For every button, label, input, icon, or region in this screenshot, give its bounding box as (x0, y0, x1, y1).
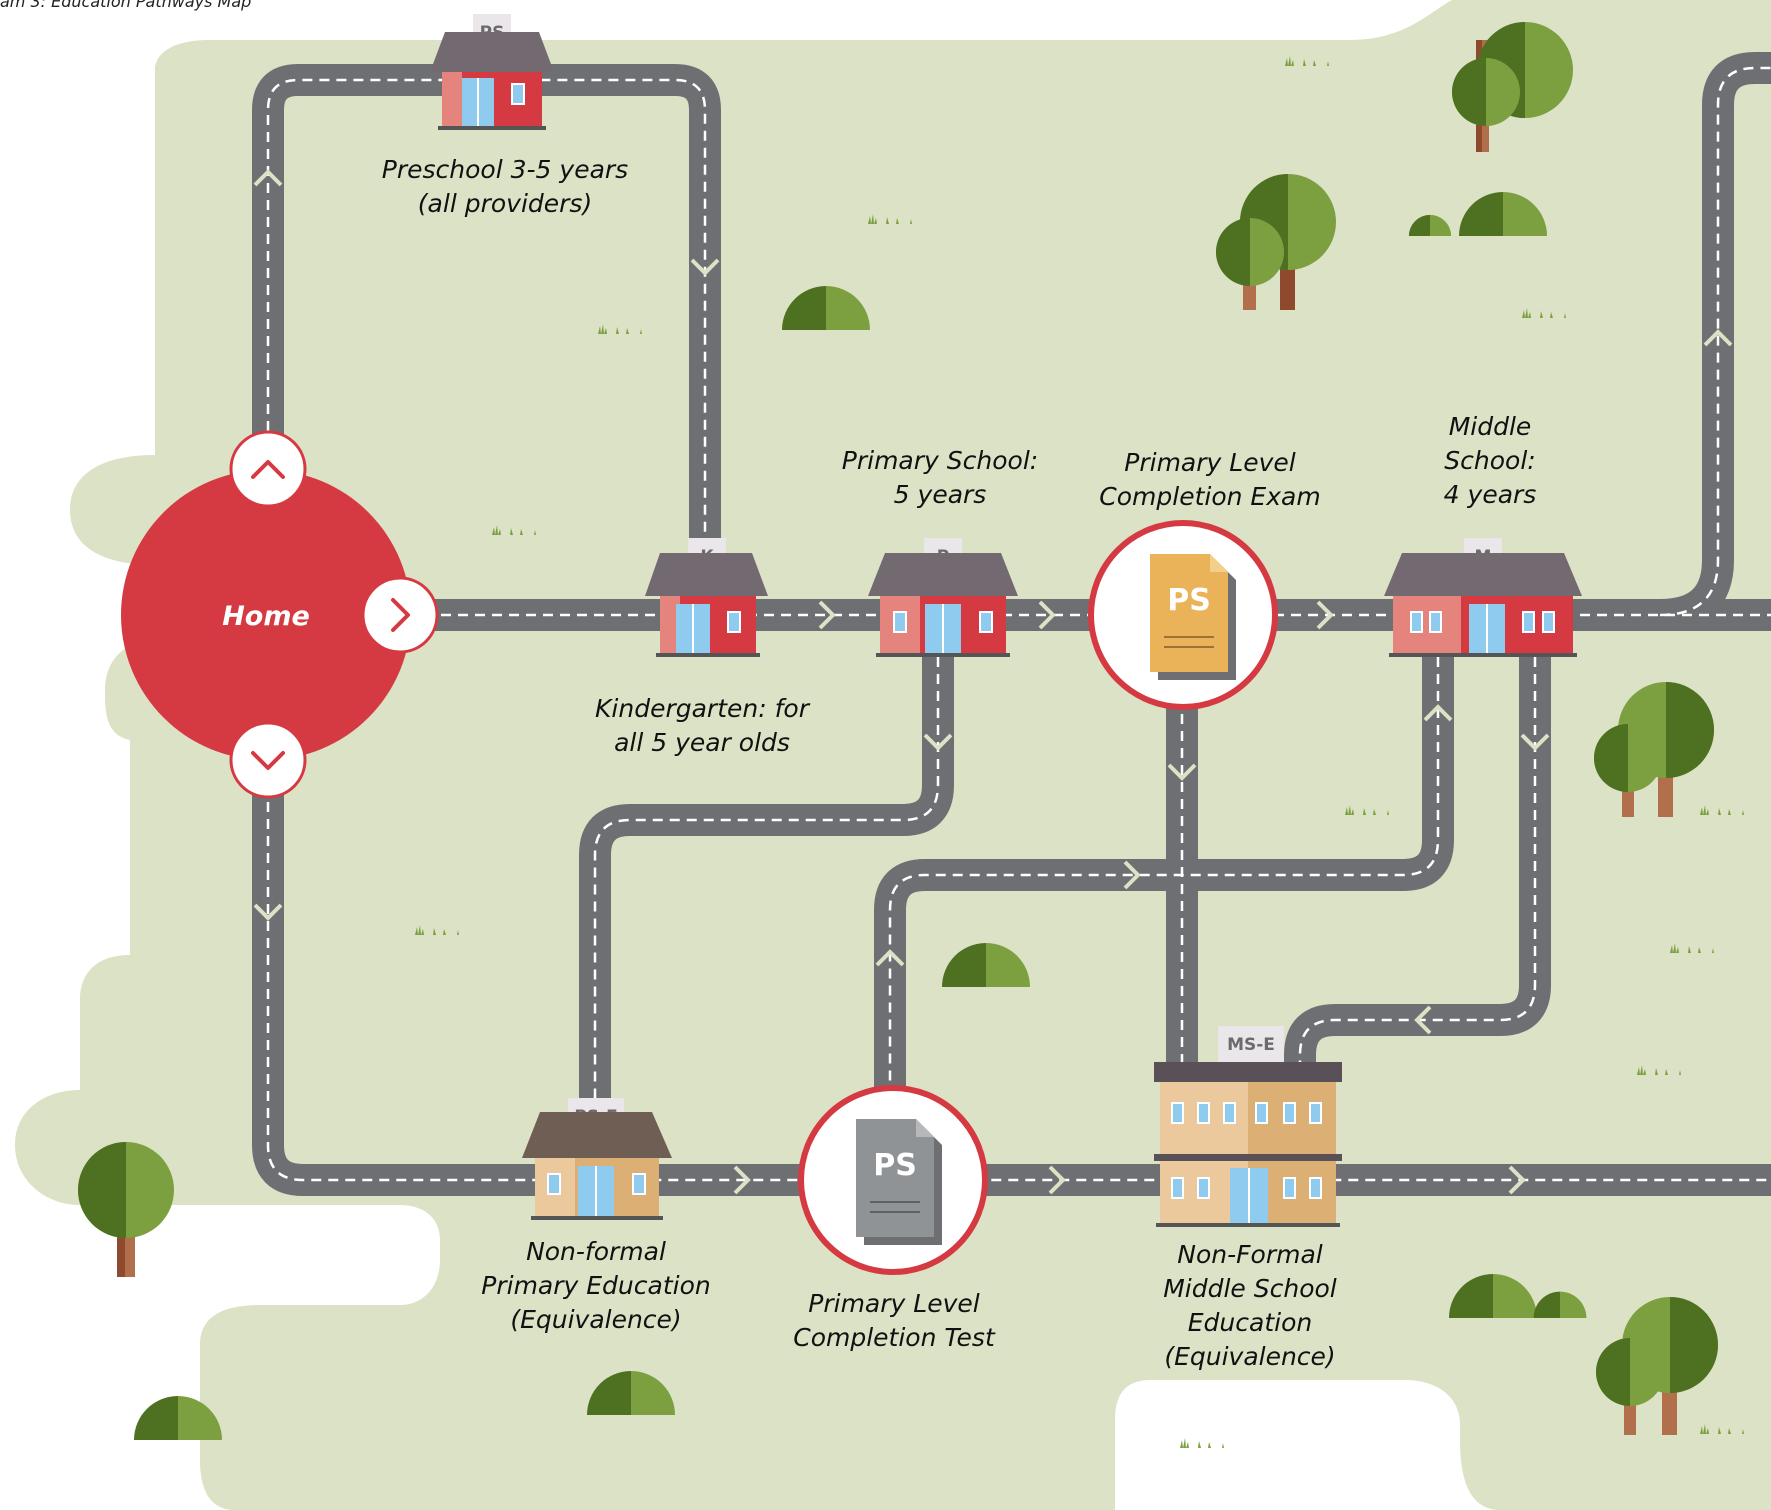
middle-school-building[interactable]: M (1384, 538, 1582, 657)
completion-exam-node[interactable]: PS document-icon (1088, 520, 1278, 710)
home-up-button[interactable] (229, 430, 307, 508)
completion-test-label: Primary Level Completion Test (793, 1289, 995, 1352)
kindergarten-building[interactable]: K (645, 538, 768, 657)
chevron-right-icon (391, 598, 410, 632)
home-right-button[interactable] (361, 576, 439, 654)
home-label: Home (222, 601, 310, 632)
completion-exam-label: Primary Level Completion Exam (1099, 448, 1321, 511)
middle-school-label: Middle School: 4 years (1443, 412, 1537, 509)
completion-test-node[interactable]: PS (798, 1085, 988, 1275)
primary-school-label: Primary School: 5 years (841, 446, 1039, 509)
tree-icon (1452, 22, 1573, 152)
nonformal-middle-building[interactable]: MS-E (1154, 1026, 1342, 1227)
preschool-label: Preschool 3-5 years (all providers) (381, 155, 629, 218)
chevron-down-icon (251, 751, 285, 770)
tree-icon (78, 1142, 174, 1277)
kindergarten-label: Kindergarten: for all 5 year olds (595, 694, 809, 757)
primary-school-building[interactable]: P (868, 538, 1018, 657)
test-doc-label: PS (873, 1148, 917, 1183)
tree-icon (1596, 1297, 1718, 1435)
tree-icon (1216, 174, 1336, 310)
nonformal-primary-label: Non-formal Primary Education (Equivalenc… (481, 1237, 711, 1334)
preschool-building[interactable]: PS (430, 14, 554, 130)
figure-caption: am 3: Education Pathways Map (0, 0, 252, 11)
nonformal-primary-building[interactable]: PS-E (522, 1098, 672, 1220)
home-down-button[interactable] (229, 721, 307, 799)
exam-doc-label: PS (1167, 583, 1211, 618)
home-node[interactable]: Home (121, 470, 411, 760)
nonformal-middle-label: Non-Formal Middle School Education (Equi… (1163, 1240, 1337, 1371)
nonformal-middle-tag: MS-E (1227, 1035, 1275, 1055)
chevron-up-icon (251, 460, 285, 479)
tree-icon (1594, 682, 1714, 817)
